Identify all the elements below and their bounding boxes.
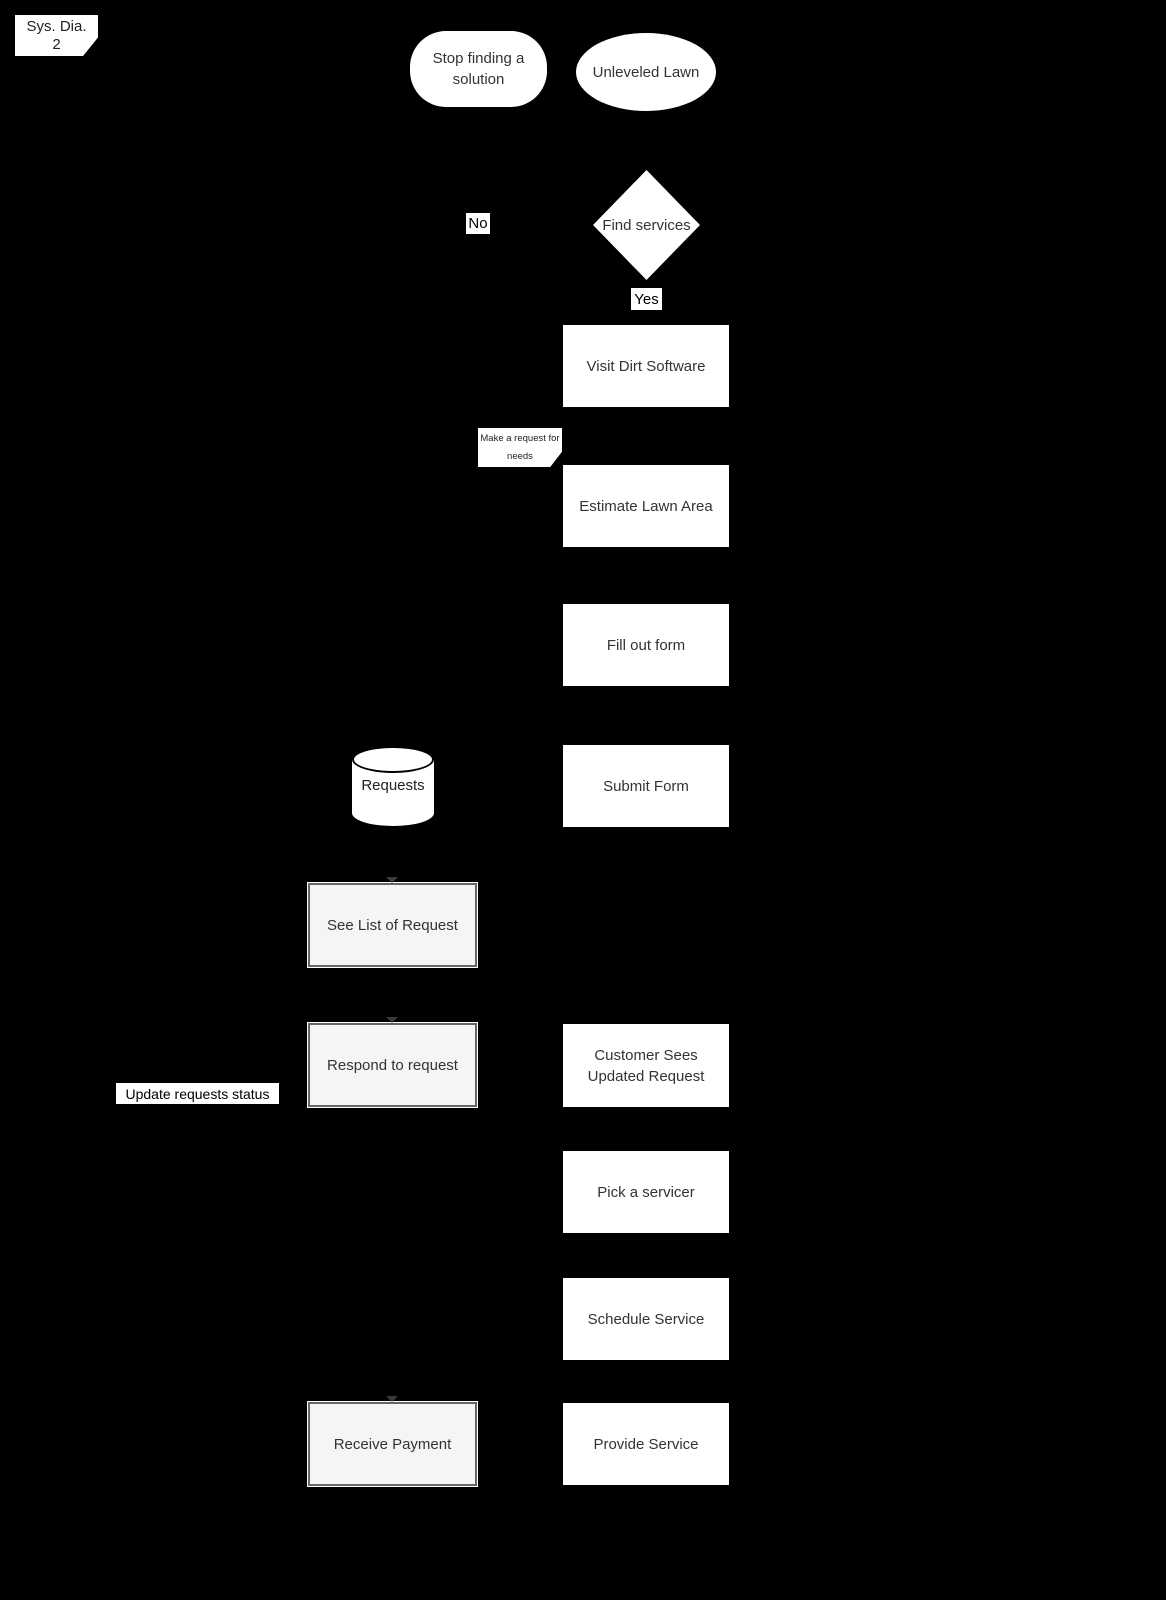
edge-label-no-text: No (468, 215, 488, 232)
edge-label-yes: Yes (631, 288, 662, 310)
process-provide-service: Provide Service (563, 1403, 729, 1485)
process-label: Submit Form (603, 777, 689, 795)
edge-label-update-text: Update requests status (125, 1085, 270, 1102)
process-receive-payment: Receive Payment (307, 1401, 478, 1487)
process-visit-dirt-software: Visit Dirt Software (563, 325, 729, 407)
process-label: Estimate Lawn Area (579, 497, 713, 515)
datastore-label: Requests (361, 776, 425, 794)
decision-find-services: Find services (593, 170, 700, 280)
process-label: Visit Dirt Software (586, 357, 706, 375)
decision-label: Find services (602, 216, 691, 234)
page-tag-sys-dia: Sys. Dia. 2 (15, 15, 98, 56)
terminator-stop-label: Stop finding a solution (432, 50, 525, 88)
arrowhead-icon (386, 1017, 398, 1023)
page-tag-line2: 2 (52, 35, 61, 53)
process-schedule-service: Schedule Service (563, 1278, 729, 1360)
process-label: Respond to request (327, 1056, 458, 1074)
process-label: Fill out form (606, 636, 686, 654)
note-make-a-request: Make a request for needs (478, 428, 562, 467)
process-label: Receive Payment (333, 1435, 452, 1453)
process-customer-sees-updated-request: Customer Sees Updated Request (563, 1024, 729, 1107)
process-pick-a-servicer: Pick a servicer (563, 1151, 729, 1233)
process-label: Pick a servicer (597, 1183, 695, 1201)
process-label: Schedule Service (587, 1310, 705, 1328)
process-see-list-of-request: See List of Request (307, 882, 478, 968)
note-text: Make a request for needs (480, 433, 560, 463)
terminator-stop-finding-solution: Stop finding a solution (410, 31, 547, 107)
arrowhead-icon (386, 877, 398, 883)
process-fill-out-form: Fill out form (563, 604, 729, 686)
process-respond-to-request: Respond to request (307, 1022, 478, 1108)
edge-label-update-status: Update requests status (116, 1083, 279, 1104)
terminator-start-label: Unleveled Lawn (592, 63, 700, 81)
terminator-unleveled-lawn: Unleveled Lawn (576, 33, 716, 111)
edge-label-yes-text: Yes (634, 290, 659, 308)
page-tag-line1: Sys. Dia. (26, 17, 87, 35)
process-submit-form: Submit Form (563, 745, 729, 827)
process-label: Provide Service (593, 1435, 699, 1453)
process-estimate-lawn-area: Estimate Lawn Area (563, 465, 729, 547)
process-label: See List of Request (327, 916, 458, 934)
arrowhead-icon (386, 1396, 398, 1402)
edge-label-no: No (466, 213, 490, 234)
database-cylinder-top (352, 746, 434, 773)
process-label: Customer Sees Updated Request (587, 1046, 705, 1085)
datastore-requests: Requests (352, 746, 434, 826)
